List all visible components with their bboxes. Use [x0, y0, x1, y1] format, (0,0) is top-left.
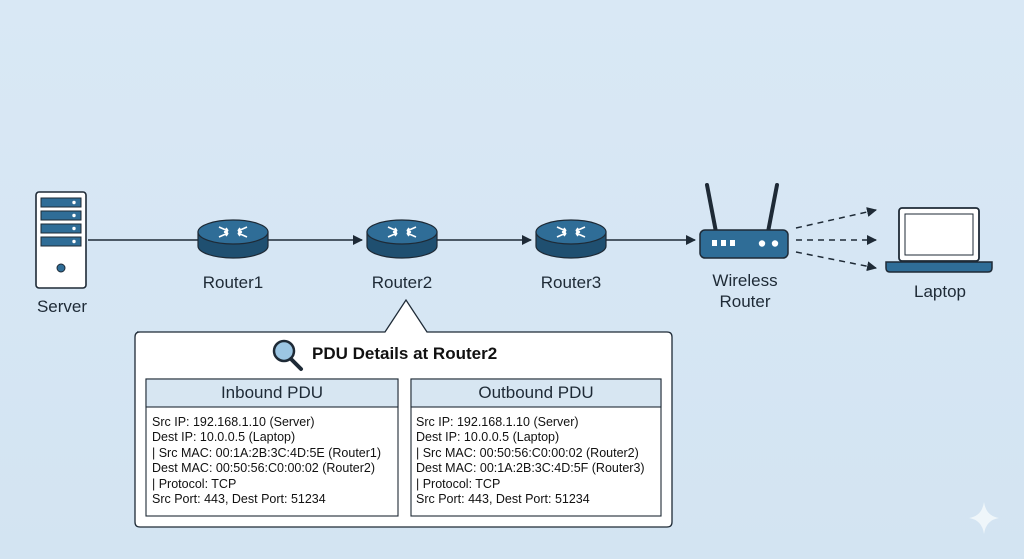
panel-title: PDU Details at Router2 [312, 344, 498, 363]
laptop-label: Laptop [914, 282, 966, 301]
router3-icon [535, 219, 607, 259]
inbound-pdu-fields: Src IP: 192.168.1.10 (Server) Dest IP: 1… [152, 415, 381, 507]
sparkle-icon [969, 502, 999, 534]
wireless-router-label: Wireless Router [690, 270, 800, 312]
outbound-pdu-header: Outbound PDU [478, 383, 594, 402]
inbound-field-dest-ip: Dest IP: 10.0.0.5 (Laptop) [152, 430, 296, 445]
router1-icon [197, 219, 269, 259]
wireless-router-label-line2: Router [719, 292, 771, 311]
pdu-details-callout [134, 298, 673, 528]
outbound-field-protocol: | Protocol: TCP [416, 476, 501, 491]
outbound-field-src-mac: | Src MAC: 00:50:56:C0:00:02 (Router2) [416, 445, 639, 460]
wireless-router-label-line1: Wireless [712, 271, 778, 290]
inbound-field-src-mac: | Src MAC: 00:1A:2B:3C:4D:5E (Router1) [152, 445, 382, 460]
inbound-field-ports: Src Port: 443, Dest Port: 51234 [152, 492, 326, 507]
outbound-pdu-fields: Src IP: 192.168.1.10 (Server) Dest IP: 1… [416, 415, 645, 507]
outbound-field-ports: Src Port: 443, Dest Port: 51234 [416, 492, 590, 507]
magnifier-icon [272, 339, 303, 371]
outbound-field-dest-ip: Dest IP: 10.0.0.5 (Laptop) [416, 430, 560, 445]
laptop-icon [885, 207, 993, 273]
router2-icon [366, 219, 438, 259]
inbound-field-src-ip: Src IP: 192.168.1.10 (Server) [152, 415, 315, 429]
server-label: Server [36, 297, 88, 316]
router1-label: Router1 [202, 273, 264, 292]
wireless-signal-upper [795, 207, 877, 229]
wireless-signal-lower [795, 251, 877, 272]
wireless-router-icon [699, 183, 789, 259]
server-icon [35, 191, 87, 289]
router2-label: Router2 [371, 273, 433, 292]
router3-label: Router3 [540, 273, 602, 292]
inbound-pdu-header: Inbound PDU [220, 383, 324, 402]
inbound-field-dest-mac: Dest MAC: 00:50:56:C0:00:02 (Router2) [152, 461, 376, 476]
inbound-field-protocol: | Protocol: TCP [152, 476, 237, 491]
outbound-field-src-ip: Src IP: 192.168.1.10 (Server) [416, 415, 579, 429]
outbound-field-dest-mac: Dest MAC: 00:1A:2B:3C:4D:5F (Router3) [416, 461, 645, 476]
